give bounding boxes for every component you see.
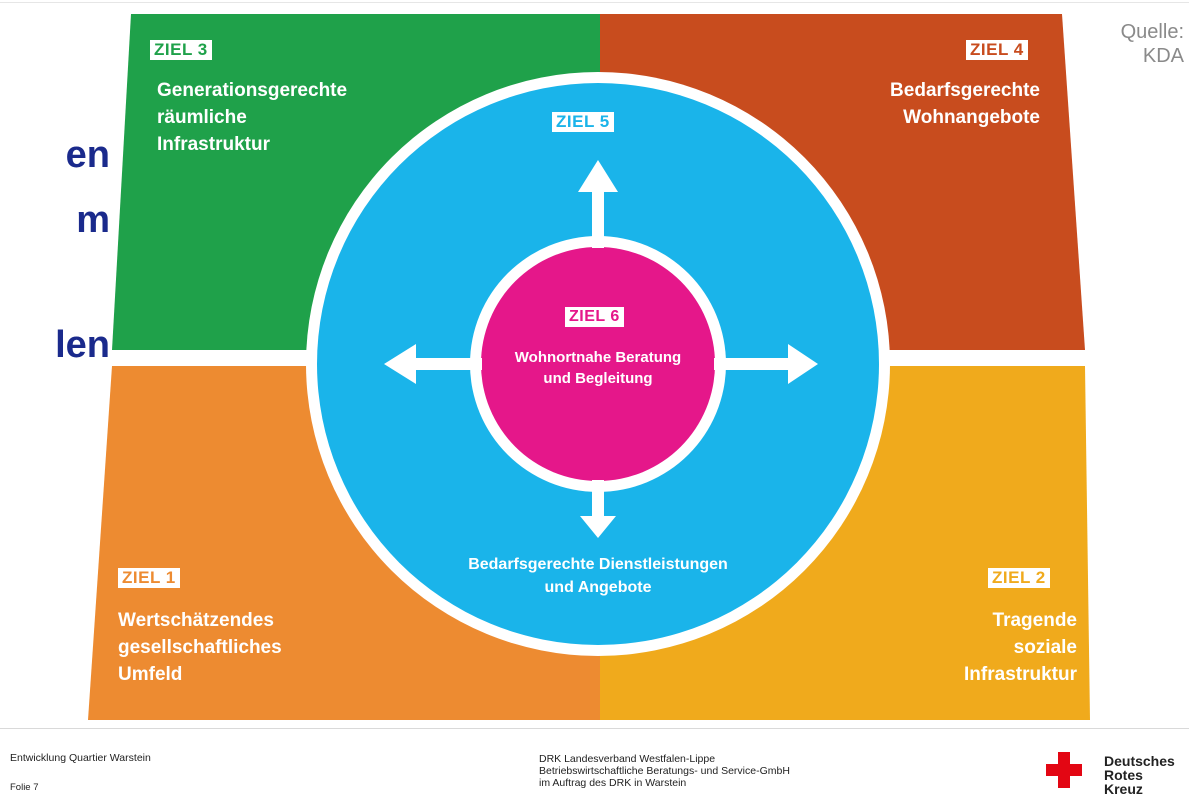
arrow-right-icon	[714, 344, 818, 384]
badge-ziel5: ZIEL 5	[552, 112, 614, 132]
arrow-down-icon	[580, 480, 616, 538]
title-ziel2-line-3: Infrastruktur	[964, 664, 1077, 685]
title-ziel3: Generationsgerechte räumliche Infrastruk…	[157, 77, 347, 158]
title-ziel4-line-1: Bedarfsgerechte	[890, 80, 1040, 101]
footer-divider	[0, 728, 1189, 729]
top-divider	[0, 2, 1189, 3]
goals-diagram	[88, 14, 1090, 720]
left-text-fragment-2: m	[76, 200, 110, 240]
title-ziel3-line-3: Infrastruktur	[157, 134, 270, 155]
title-ziel1-line-1: Wertschätzendes	[118, 610, 274, 631]
footer-org-line-3: im Auftrag des DRK in Warstein	[539, 777, 687, 789]
badge-ziel1: ZIEL 1	[118, 568, 180, 588]
source-value: KDA	[1142, 45, 1184, 67]
title-ziel3-line-1: Generationsgerechte	[157, 80, 348, 101]
footer-slide-number: Folie 7	[10, 782, 39, 793]
center-ziel6	[481, 247, 715, 481]
badge-ziel2: ZIEL 2	[988, 568, 1050, 588]
title-ziel1: Wertschätzendes gesellschaftliches Umfel…	[118, 607, 282, 688]
left-text-fragment-1: en	[65, 135, 110, 175]
source-note: Quelle: KDA	[1104, 20, 1184, 68]
title-ziel6-line-1: Wohnortnahe Beratung	[514, 349, 682, 366]
title-ziel3-line-2: räumliche	[157, 107, 247, 128]
badge-ziel3: ZIEL 3	[150, 40, 212, 60]
title-ziel5: Bedarfsgerechte Dienstleistungen und Ang…	[398, 553, 798, 599]
title-ziel2: Tragende soziale Infrastruktur	[840, 607, 1077, 688]
footer-organization: DRK Landesverband Westfalen-Lippe Betrie…	[539, 753, 790, 789]
footer-org-line-1: DRK Landesverband Westfalen-Lippe	[539, 753, 716, 765]
title-ziel5-line-2: und Angebote	[544, 579, 652, 596]
title-ziel1-line-3: Umfeld	[118, 664, 183, 685]
arrow-left-icon	[384, 344, 482, 384]
title-ziel2-line-1: Tragende	[992, 610, 1077, 631]
title-ziel5-line-1: Bedarfsgerechte Dienstleistungen	[468, 556, 728, 573]
footer-project: Entwicklung Quartier Warstein	[10, 752, 151, 764]
red-cross-logo	[1046, 752, 1082, 788]
drk-brand-line-1: Deutsches	[1104, 753, 1175, 769]
title-ziel1-line-2: gesellschaftliches	[118, 637, 282, 658]
arrow-up-icon	[578, 160, 618, 248]
left-text-fragment-3: len	[55, 325, 110, 365]
drk-brand-line-3: Kreuz	[1104, 781, 1143, 797]
drk-brand-text: Deutsches Rotes Kreuz	[1104, 754, 1175, 796]
title-ziel2-line-2: soziale	[1013, 637, 1077, 658]
badge-ziel4: ZIEL 4	[966, 40, 1028, 60]
title-ziel4: Bedarfsgerechte Wohnangebote	[800, 77, 1040, 131]
source-label: Quelle:	[1120, 21, 1184, 43]
title-ziel6: Wohnortnahe Beratung und Begleitung	[478, 347, 718, 389]
footer-org-line-2: Betriebswirtschaftliche Beratungs- und S…	[539, 765, 790, 777]
title-ziel4-line-2: Wohnangebote	[903, 107, 1040, 128]
drk-brand-line-2: Rotes	[1104, 767, 1143, 783]
badge-ziel6: ZIEL 6	[565, 307, 624, 327]
title-ziel6-line-2: und Begleitung	[543, 370, 653, 387]
